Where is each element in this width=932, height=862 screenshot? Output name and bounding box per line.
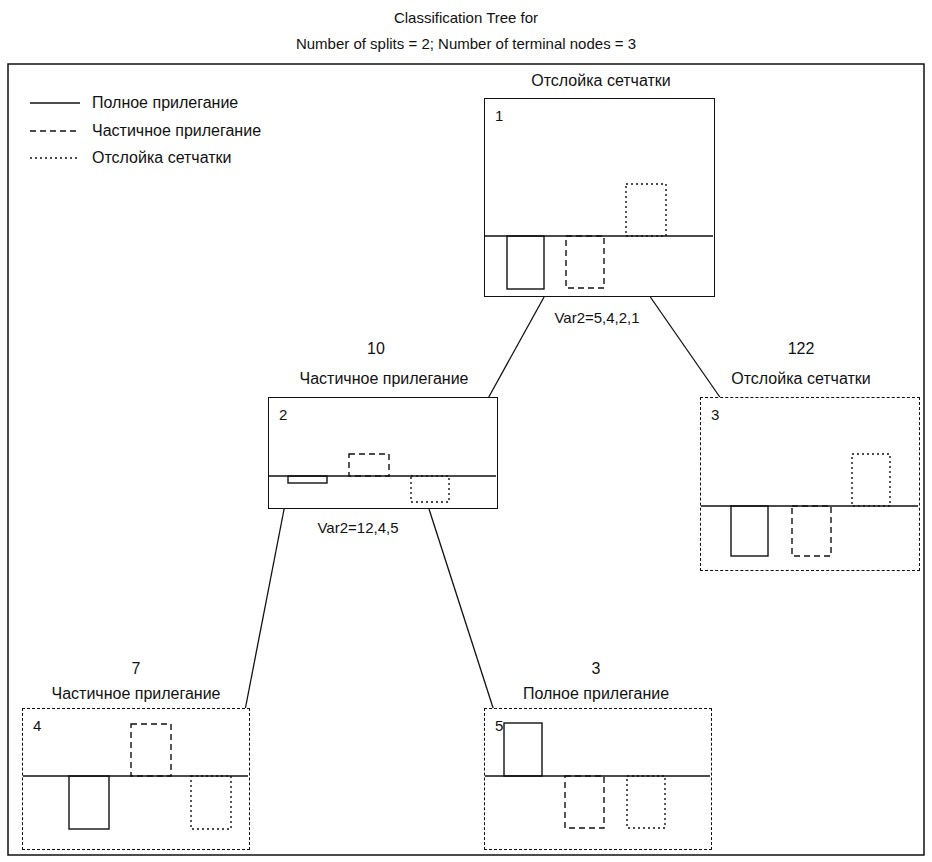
legend-text: Полное прилегание [92,93,238,112]
chart-bar [191,776,231,829]
case-count: 7 [132,659,141,678]
chart-bar [565,776,604,828]
chart-bar [507,236,544,289]
tree-node: 7Частичное прилегание4 [22,708,250,850]
split-rule: Var2=5,4,2,1 [552,309,641,327]
node-number: 4 [33,717,41,735]
class-heading: Частичное прилегание [51,684,220,703]
chart-bar [627,776,665,828]
frame-border [8,64,924,855]
chart-bar [288,476,327,483]
class-heading: Частичное прилегание [299,369,468,388]
chart-axis [23,775,248,777]
tree-node: Отслойка сетчатки1 [484,98,715,297]
chart-bar [852,454,890,506]
mini-bar-chart [485,99,716,298]
chart-bar [626,184,666,236]
subtitle-label: Number of splits = 2; Number of terminal… [296,35,636,53]
chart-bar [411,476,449,502]
chart-bar [349,454,389,476]
chart-bar [69,776,109,829]
tree-branch [489,297,544,397]
legend-sample [30,102,80,104]
node-number: 2 [279,406,287,424]
case-count: 10 [367,339,385,358]
tree-node: 3Полное прилегание5 [484,708,712,850]
diagram-title: Classification Tree for [394,9,538,27]
tree-node: 122Отслойка сетчатки3 [700,397,920,571]
case-count: 122 [788,339,815,358]
chart-bar [731,506,768,556]
node-number: 3 [711,406,719,424]
mini-bar-chart [701,398,921,572]
class-heading: Отслойка сетчатки [731,369,870,388]
legend-sample [30,157,80,159]
class-heading: Отслойка сетчатки [531,71,670,90]
mini-bar-chart [269,398,499,510]
legend-sample [30,130,80,132]
legend-text: Частичное прилегание [92,121,261,140]
node-number: 5 [495,717,503,735]
mini-bar-chart [485,709,713,851]
tree-node: 10Частичное прилегание2 [268,397,498,509]
tree-branch [245,509,284,708]
tree-branch [429,509,493,708]
chart-bar [566,236,604,288]
tree-branch [650,297,719,397]
chart-bar [504,723,542,776]
class-heading: Полное прилегание [523,684,669,703]
chart-bar [792,506,831,556]
case-count: 3 [592,659,601,678]
node-number: 1 [495,107,503,125]
chart-bar [131,724,171,776]
mini-bar-chart [23,709,251,851]
split-rule: Var2=12,4,5 [315,519,400,537]
legend-text: Отслойка сетчатки [92,148,231,167]
